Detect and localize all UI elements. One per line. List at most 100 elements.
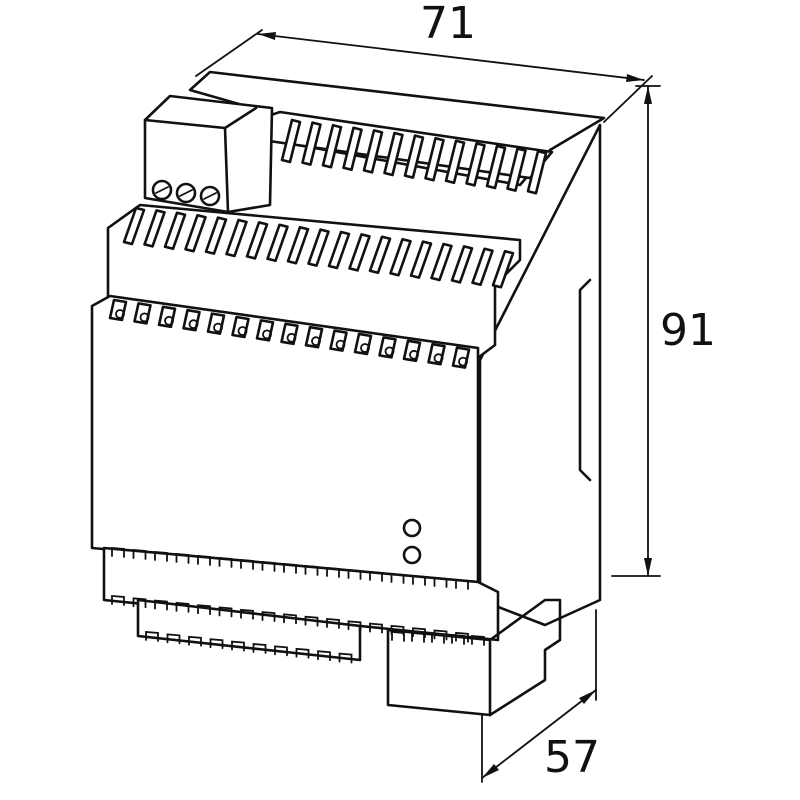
- terminal-tooth: [175, 601, 190, 613]
- terminal-tooth: [218, 606, 233, 618]
- bottom-foot-right: [386, 628, 492, 717]
- terminal-screw-icon: [335, 339, 346, 350]
- cooling-fin: [368, 235, 392, 275]
- depth-label: 57: [544, 732, 600, 783]
- terminal-tooth: [240, 608, 254, 620]
- width-extension-line-left: [195, 29, 263, 77]
- terminal-screw-icon: [384, 346, 395, 357]
- terminal-tooth: [391, 631, 405, 642]
- cooling-fin: [204, 216, 228, 255]
- cooling-fin: [143, 209, 166, 248]
- screw-slot: [203, 192, 217, 200]
- cooling-fin: [225, 218, 248, 258]
- cooling-fin: [321, 123, 343, 169]
- terminal-tooth: [295, 647, 310, 659]
- terminal-tooth: [252, 643, 267, 654]
- terminal-screw-icon: [213, 322, 223, 333]
- cooling-fin: [430, 242, 453, 282]
- cooling-fin: [389, 237, 412, 277]
- bottom-terminal-teeth: [111, 547, 485, 664]
- bottom-terminal-block-left: [136, 598, 362, 662]
- cooling-fin: [163, 211, 187, 251]
- cooling-fin: [526, 149, 548, 195]
- terminal-tooth: [132, 549, 147, 560]
- status-leds: [402, 518, 422, 565]
- terminal-tooth: [455, 579, 469, 590]
- terminal-tooth: [283, 563, 297, 574]
- cooling-fin: [327, 230, 351, 270]
- terminal-tooth: [390, 624, 405, 636]
- side-rail-slot: [578, 278, 592, 482]
- terminal-tooth: [338, 652, 353, 664]
- terminal-tooth: [369, 571, 383, 582]
- terminal-screw-icon: [286, 332, 297, 343]
- width-arrow-right: [626, 74, 644, 82]
- cooling-fin: [465, 142, 486, 187]
- terminal-tooth: [154, 551, 168, 562]
- terminal-tooth: [283, 613, 297, 625]
- terminal-screw-icon: [164, 315, 174, 326]
- cooling-fin: [348, 233, 371, 272]
- width-extension-line-right: [603, 75, 653, 123]
- terminal-tooth: [412, 575, 426, 586]
- terminal-tooth: [209, 638, 224, 650]
- front-terminal-row: [108, 298, 471, 369]
- terminal-tooth: [175, 553, 190, 564]
- led-indicator-icon: [402, 545, 422, 565]
- cooling-fin: [280, 118, 302, 164]
- cooling-fin: [286, 225, 310, 265]
- depth-dimension-line: [481, 689, 597, 779]
- top-terminal-edge: [143, 118, 227, 130]
- cooling-fin: [424, 136, 445, 182]
- terminal-tooth: [111, 547, 125, 558]
- terminal-screw-icon: [458, 356, 468, 367]
- terminal-tooth: [188, 635, 202, 647]
- top-terminal-screws: [151, 179, 221, 207]
- terminal-tooth: [304, 615, 319, 627]
- terminal-screw-icon: [262, 329, 272, 340]
- cooling-fin: [450, 245, 474, 284]
- front-panel: [90, 294, 480, 584]
- cooling-fin: [471, 247, 494, 287]
- cooling-fin: [409, 240, 433, 279]
- cooling-fin: [122, 206, 146, 246]
- terminal-screw-icon: [139, 312, 150, 323]
- height-label: 91: [660, 305, 716, 356]
- cooling-fin: [491, 249, 515, 289]
- terminal-tooth: [451, 634, 465, 645]
- terminal-tooth: [369, 622, 383, 634]
- terminal-tooth: [326, 618, 340, 629]
- terminal-screw-icon: [188, 319, 199, 330]
- terminal-tooth: [455, 631, 469, 643]
- terminal-tooth: [411, 632, 425, 643]
- top-terminal-edge-3: [223, 106, 258, 130]
- terminal-tooth: [154, 599, 168, 611]
- terminal-screw-icon: [360, 343, 370, 353]
- terminal-tooth: [347, 620, 362, 632]
- width-dimension: 71: [195, 0, 653, 123]
- terminal-tooth: [431, 633, 445, 644]
- terminal-tooth: [433, 577, 448, 588]
- width-label: 71: [420, 0, 476, 49]
- depth-arrow-right: [579, 690, 596, 704]
- height-dimension: 91: [611, 85, 716, 577]
- rear-cooling-fins: [280, 118, 548, 195]
- terminal-screw-icon: [409, 349, 419, 360]
- terminal-tooth: [471, 635, 485, 646]
- cooling-fin: [245, 221, 269, 260]
- screw-slot: [179, 189, 193, 197]
- terminal-screw-icon: [237, 326, 248, 336]
- cooling-fin: [266, 223, 289, 263]
- width-dimension-line: [257, 33, 645, 81]
- side-housing: [478, 123, 602, 627]
- terminal-tooth: [347, 569, 362, 580]
- terminal-tooth: [261, 561, 276, 572]
- terminal-tooth: [197, 604, 211, 616]
- cooling-fin: [444, 139, 466, 185]
- terminal-tooth: [132, 597, 147, 609]
- cooling-fin: [506, 147, 527, 192]
- terminal-tooth: [145, 631, 159, 642]
- cooling-fin: [362, 129, 384, 174]
